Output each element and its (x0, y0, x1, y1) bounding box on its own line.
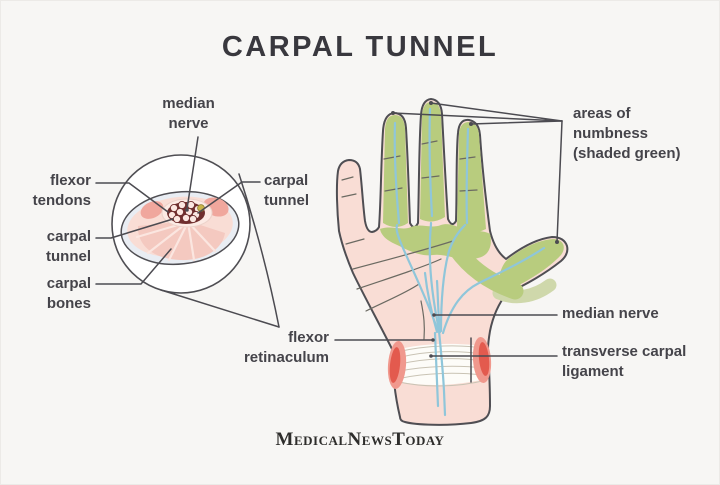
label-line: (shaded green) (573, 145, 681, 162)
leader-flexor-tendons (95, 182, 169, 213)
label-line: carpal (46, 275, 91, 292)
label-line: tendons (32, 192, 91, 209)
label-transverse-carpal-ligament: transverse carpal ligament (562, 342, 719, 382)
label-line: areas of (573, 105, 631, 122)
lens-projection-right (238, 173, 280, 328)
leader-median-nerve-top (186, 136, 199, 210)
label-flexor-retinaculum: flexor retinaculum (189, 328, 329, 368)
inflamed-patches (389, 342, 490, 383)
label-line: nerve (168, 115, 209, 132)
label-line: tunnel (264, 192, 309, 209)
hand-illustration (335, 98, 569, 426)
cross-section-diagram (111, 154, 251, 294)
label-line: median (162, 95, 215, 112)
leader-carpal-bones (95, 248, 172, 285)
lens-projection-left (160, 289, 280, 328)
label-line: numbness (573, 125, 649, 142)
medical-news-today-logo: MedicalNewsToday (275, 429, 445, 450)
label-carpal-tunnel-left: carpal tunnel (1, 227, 91, 267)
leader-carpal-tunnel-left (95, 218, 174, 239)
label-flexor-tendons: flexor tendons (1, 171, 91, 211)
leader-numbness-ring (392, 112, 563, 122)
label-line: flexor (288, 329, 329, 346)
label-carpal-tunnel-right: carpal tunnel (264, 171, 359, 211)
leader-numbness-index (470, 120, 563, 125)
label-median-nerve-hand: median nerve (562, 305, 659, 322)
leader-numbness-thumb (556, 120, 563, 243)
label-carpal-bones: carpal bones (1, 274, 91, 314)
leader-lines (95, 102, 563, 383)
median-nerve-lines (393, 107, 546, 417)
label-line: ligament (562, 363, 624, 380)
leader-dots (185, 101, 559, 358)
flexor-tendon-cross-sections (167, 200, 203, 224)
numbness-green-area (380, 102, 564, 291)
label-line: bones (46, 295, 91, 312)
label-line: tunnel (46, 248, 91, 265)
label-median-nerve-top: median nerve (131, 94, 246, 134)
label-line: transverse carpal (562, 343, 687, 360)
label-line: flexor (50, 172, 91, 189)
page-title: CARPAL TUNNEL (221, 31, 499, 63)
numbness-thenar-band (443, 233, 524, 300)
leader-numbness-middle (430, 102, 563, 122)
label-line: retinaculum (243, 349, 329, 366)
label-line: carpal (46, 228, 91, 245)
label-areas-of-numbness: areas of numbness (shaded green) (573, 104, 718, 164)
label-line: carpal (264, 172, 309, 189)
